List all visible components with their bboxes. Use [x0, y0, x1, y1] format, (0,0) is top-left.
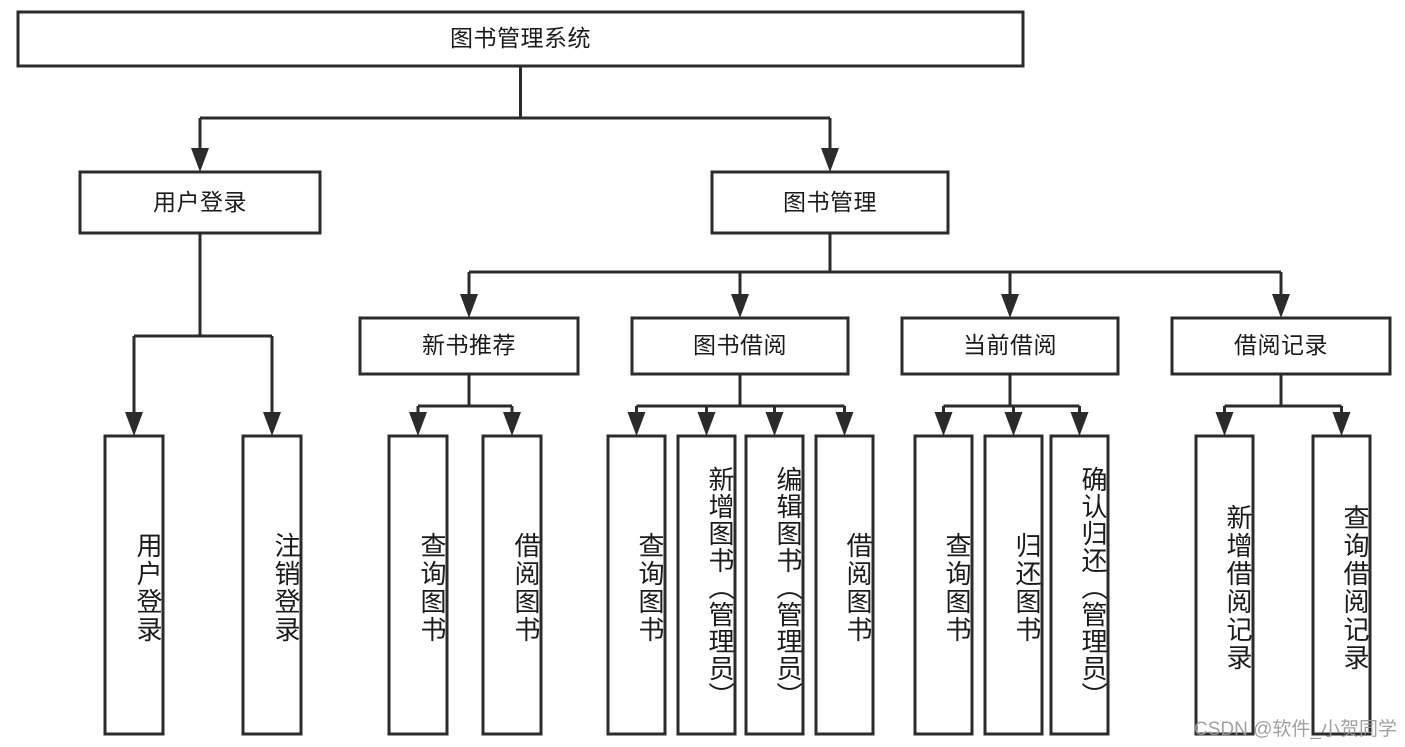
node-box-root: [16, 10, 1025, 68]
node-box-leaf-borrow-book-recommend: [481, 434, 543, 736]
arrow-head-icon-borrow-record: [1272, 294, 1290, 318]
arrow-head-icon-leaf-query-book-recommend: [409, 412, 427, 436]
arrow-head-icon-leaf-query-book-current: [934, 412, 953, 436]
arrow-head-icon-leaf-edit-book: [765, 412, 784, 436]
node-box-leaf-add-book: [676, 434, 737, 736]
node-box-book-borrow: [630, 316, 850, 376]
arrow-head-icon-leaf-return-book: [1004, 412, 1023, 436]
arrow-head-icon-book-manage: [821, 148, 839, 172]
arrow-head-icon-leaf-borrow-book-recommend: [503, 412, 521, 436]
node-box-leaf-query-book-current: [913, 434, 974, 736]
node-box-leaf-logout: [241, 434, 303, 736]
node-box-leaf-add-borrow-record: [1194, 434, 1255, 736]
arrow-head-icon-leaf-query-book-borrow: [627, 412, 646, 436]
node-box-leaf-query-book-recommend: [387, 434, 449, 736]
node-box-leaf-return-book: [983, 434, 1044, 736]
arrow-head-icon-leaf-add-book: [697, 412, 716, 436]
node-box-user-login: [78, 170, 322, 235]
arrow-head-icon-current-borrow: [1001, 294, 1019, 318]
node-box-leaf-query-borrow-record: [1311, 434, 1372, 736]
watermark-text: CSDN @软件_小贺同学: [1194, 719, 1397, 740]
node-boxes-layer: [16, 10, 1392, 736]
arrow-head-icon-leaf-query-borrow-record: [1332, 412, 1351, 436]
node-box-current-borrow: [900, 316, 1120, 376]
node-box-new-book-recommend: [358, 316, 580, 376]
node-box-leaf-borrow-book: [814, 434, 875, 736]
node-box-borrow-record: [1170, 316, 1392, 376]
node-box-book-manage: [710, 170, 950, 235]
arrow-head-icon-user-login: [191, 148, 209, 172]
arrow-head-icon-new-book-recommend: [460, 294, 478, 318]
arrow-head-icon-leaf-user-login: [125, 412, 143, 436]
node-box-leaf-user-login: [103, 434, 165, 736]
arrow-head-icon-leaf-confirm-return: [1070, 412, 1089, 436]
arrow-head-icon-leaf-add-borrow-record: [1215, 412, 1234, 436]
arrow-head-icon-book-borrow: [731, 294, 749, 318]
node-box-leaf-confirm-return: [1049, 434, 1110, 736]
node-box-leaf-edit-book: [744, 434, 805, 736]
arrow-head-icon-leaf-logout: [263, 412, 281, 436]
node-box-leaf-query-book-borrow: [606, 434, 667, 736]
connector-lines-layer: [125, 66, 1351, 436]
arrow-head-icon-leaf-borrow-book: [835, 412, 854, 436]
